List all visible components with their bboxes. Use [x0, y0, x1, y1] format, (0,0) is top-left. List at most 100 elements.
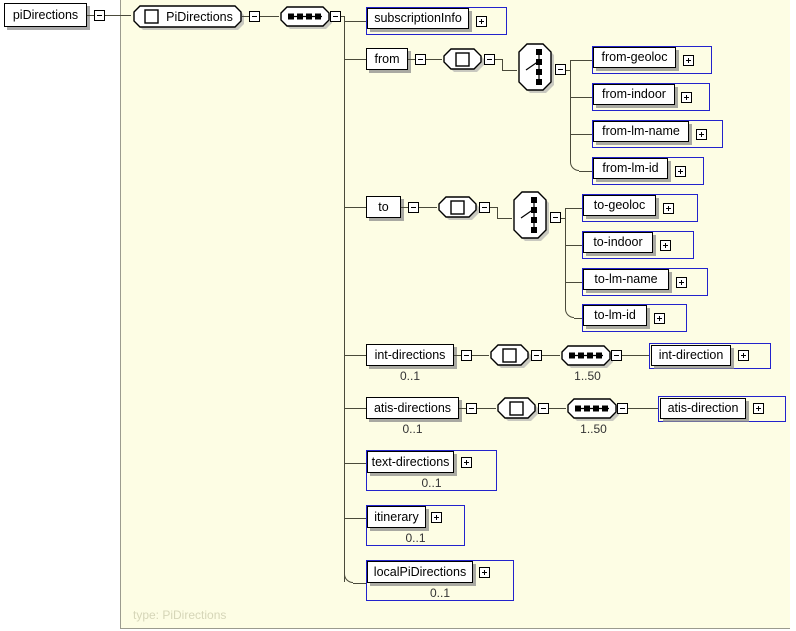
- atis-directions-all-collapse-toggle[interactable]: [538, 403, 549, 414]
- root-element-label: piDirections: [12, 8, 79, 22]
- connector: [344, 21, 366, 22]
- to-lm-name-expand-toggle[interactable]: [676, 277, 687, 288]
- from-lm-id-label: from-lm-id: [602, 161, 659, 176]
- root-type-node[interactable]: [131, 3, 244, 30]
- itinerary-node[interactable]: itinerary: [367, 506, 426, 528]
- from-lm-name-node[interactable]: from-lm-name: [593, 121, 689, 142]
- connector: [566, 70, 571, 71]
- local-pi-directions-expand-toggle[interactable]: [479, 567, 490, 578]
- from-collapse-toggle[interactable]: [415, 54, 426, 65]
- connector: [472, 355, 489, 356]
- from-indoor-expand-toggle[interactable]: [681, 92, 692, 103]
- from-indoor-node[interactable]: from-indoor: [593, 84, 675, 105]
- connector: [477, 408, 496, 409]
- to-indoor-node[interactable]: to-indoor: [583, 232, 653, 253]
- subscription-info-expand-toggle[interactable]: [476, 16, 487, 27]
- to-lm-name-frame: [582, 268, 708, 296]
- connector: [565, 282, 582, 283]
- atis-direction-label: atis-direction: [667, 401, 739, 416]
- to-collapse-toggle[interactable]: [408, 202, 419, 213]
- connector: [260, 16, 279, 17]
- to-lm-id-node[interactable]: to-lm-id: [583, 305, 647, 326]
- to-lm-name-node[interactable]: to-lm-name: [583, 269, 669, 290]
- atis-direction-node[interactable]: atis-direction: [660, 398, 746, 419]
- connector: [628, 408, 658, 409]
- from-geoloc-node[interactable]: from-geoloc: [593, 47, 676, 68]
- to-geoloc-expand-toggle[interactable]: [663, 203, 674, 214]
- to-all-node[interactable]: [437, 195, 481, 221]
- int-direction-node[interactable]: int-direction: [651, 345, 731, 366]
- int-directions-node[interactable]: int-directions: [366, 344, 454, 366]
- connector: [344, 59, 366, 60]
- from-indoor-label: from-indoor: [602, 87, 666, 102]
- int-directions-sequence-occurs: 1..50: [574, 369, 601, 383]
- from-lm-id-node[interactable]: from-lm-id: [593, 158, 668, 179]
- itinerary-expand-toggle[interactable]: [431, 512, 442, 523]
- type-label: type: PiDirections: [133, 608, 227, 622]
- connector: [344, 408, 366, 409]
- connector: [622, 355, 649, 356]
- from-lm-name-frame: [592, 120, 723, 148]
- connector: [570, 60, 592, 61]
- from-geoloc-label: from-geoloc: [601, 50, 668, 65]
- int-directions-all-node[interactable]: [489, 343, 533, 369]
- itinerary-occurs: 0..1: [405, 531, 426, 545]
- connector: [426, 59, 442, 60]
- int-direction-expand-toggle[interactable]: [738, 350, 749, 361]
- atis-directions-sequence-node[interactable]: [566, 397, 621, 421]
- from-choice-collapse-toggle[interactable]: [555, 64, 566, 75]
- to-label: to: [378, 199, 389, 214]
- to-node[interactable]: to: [366, 196, 401, 218]
- atis-directions-node[interactable]: atis-directions: [366, 397, 459, 419]
- connector: [344, 207, 366, 208]
- atis-directions-sequence-collapse-toggle[interactable]: [617, 403, 628, 414]
- subscription-info-node[interactable]: subscriptionInfo: [367, 8, 469, 29]
- connector: [495, 59, 503, 60]
- connector: [549, 408, 566, 409]
- connector: [502, 70, 517, 71]
- atis-directions-label: atis-directions: [373, 400, 452, 415]
- local-pi-directions-label: localPiDirections: [373, 564, 467, 579]
- root-type-label: PiDirections: [166, 9, 233, 24]
- text-directions-node[interactable]: text-directions: [367, 451, 454, 473]
- connector: [570, 134, 592, 135]
- to-choice-node[interactable]: [512, 190, 552, 242]
- from-geoloc-expand-toggle[interactable]: [683, 55, 694, 66]
- from-lm-name-expand-toggle[interactable]: [696, 129, 707, 140]
- root-sequence-node[interactable]: [279, 5, 334, 29]
- int-direction-label: int-direction: [658, 348, 724, 363]
- to-choice-collapse-toggle[interactable]: [550, 212, 561, 223]
- subscription-info-frame: [366, 7, 507, 35]
- root-element-box[interactable]: piDirections: [4, 3, 87, 27]
- atis-directions-all-node[interactable]: [496, 396, 540, 422]
- to-all-collapse-toggle[interactable]: [479, 202, 490, 213]
- connector: [341, 16, 345, 17]
- to-geoloc-node[interactable]: to-geoloc: [583, 195, 656, 216]
- to-lm-id-label: to-lm-id: [594, 308, 636, 323]
- local-pi-directions-node[interactable]: localPiDirections: [367, 561, 473, 583]
- connector: [579, 171, 592, 172]
- to-lm-id-expand-toggle[interactable]: [654, 313, 665, 324]
- to-indoor-label: to-indoor: [593, 235, 643, 250]
- connector: [454, 355, 461, 356]
- root-sequence-collapse-toggle[interactable]: [330, 11, 341, 22]
- from-all-node[interactable]: [442, 47, 486, 73]
- connector: [242, 16, 249, 17]
- int-directions-sequence-collapse-toggle[interactable]: [611, 350, 622, 361]
- to-indoor-frame: [582, 231, 694, 259]
- int-directions-all-collapse-toggle[interactable]: [531, 350, 542, 361]
- text-directions-expand-toggle[interactable]: [461, 457, 472, 468]
- to-lm-name-label: to-lm-name: [594, 272, 658, 287]
- root-type-collapse-toggle[interactable]: [249, 11, 260, 22]
- from-choice-node[interactable]: [517, 42, 557, 94]
- from-label: from: [374, 51, 400, 66]
- atis-directions-collapse-toggle[interactable]: [466, 403, 477, 414]
- atis-direction-expand-toggle[interactable]: [753, 403, 764, 414]
- from-lm-id-expand-toggle[interactable]: [675, 166, 686, 177]
- from-all-collapse-toggle[interactable]: [484, 54, 495, 65]
- int-directions-collapse-toggle[interactable]: [461, 350, 472, 361]
- int-directions-sequence-node[interactable]: [560, 344, 615, 368]
- from-node[interactable]: from: [366, 48, 408, 70]
- to-indoor-expand-toggle[interactable]: [660, 240, 671, 251]
- root-collapse-toggle[interactable]: [94, 10, 105, 21]
